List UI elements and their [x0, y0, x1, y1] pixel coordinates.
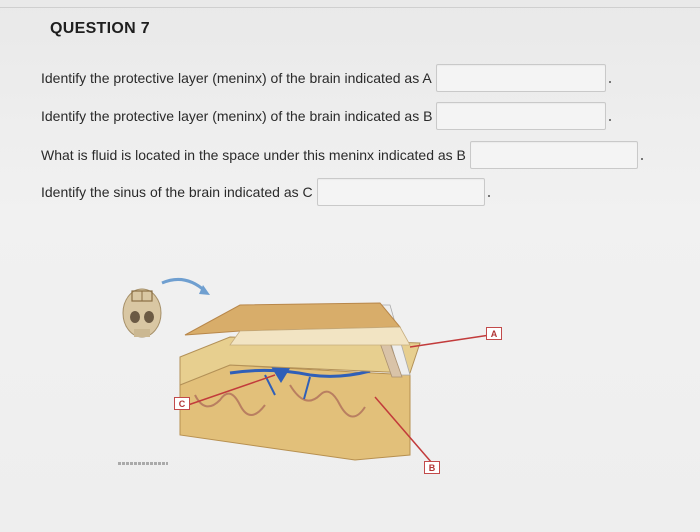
prompt-c-label: Identify the sinus of the brain indicate…: [41, 184, 313, 200]
input-marker-dot: [608, 81, 611, 83]
image-credit-mark: [118, 462, 168, 465]
question-title: QUESTION 7: [50, 20, 150, 37]
question-row-c: Identify the sinus of the brain indicate…: [41, 176, 490, 208]
skull-bone-layer: [179, 336, 421, 386]
label-line-a: [409, 334, 491, 348]
prompt-a-label: Identify the protective layer (meninx) o…: [41, 70, 432, 86]
blood-vessels: [229, 368, 371, 378]
meninges-illustration: [122, 277, 491, 464]
label-b-tag: B: [424, 461, 440, 474]
input-marker-dot: [640, 158, 643, 160]
question-row-b-fluid: What is fluid is located in the space un…: [41, 139, 643, 171]
answer-input-b-fluid[interactable]: [469, 141, 638, 169]
label-c-tag: C: [174, 397, 190, 410]
pointer-arrow-head: [199, 285, 210, 295]
prompt-b-label: Identify the protective layer (meninx) o…: [41, 108, 433, 124]
label-a-tag: A: [486, 327, 502, 340]
top-divider: [0, 7, 700, 8]
pointer-arrow: [161, 277, 207, 293]
label-line-c: [187, 374, 276, 406]
question-row-a: Identify the protective layer (meninx) o…: [41, 62, 611, 94]
input-marker-dot: [609, 119, 612, 121]
brain-tissue-block: [179, 364, 411, 461]
answer-input-b[interactable]: [436, 102, 607, 130]
skull-icon: [122, 288, 162, 338]
answer-input-a[interactable]: [435, 64, 606, 92]
prompt-b-fluid-label: What is fluid is located in the space un…: [41, 147, 466, 163]
input-marker-dot: [487, 195, 490, 197]
cortex-folds: [194, 392, 266, 416]
cortex-folds: [289, 384, 366, 418]
dural-sinus: [270, 365, 292, 383]
periosteum-layer: [229, 326, 411, 346]
scalp-layer: [184, 302, 402, 336]
label-line-b: [374, 396, 433, 464]
meninges-diagram: A B C: [110, 265, 530, 485]
question-row-b: Identify the protective layer (meninx) o…: [41, 100, 612, 132]
answer-input-c[interactable]: [316, 178, 485, 206]
